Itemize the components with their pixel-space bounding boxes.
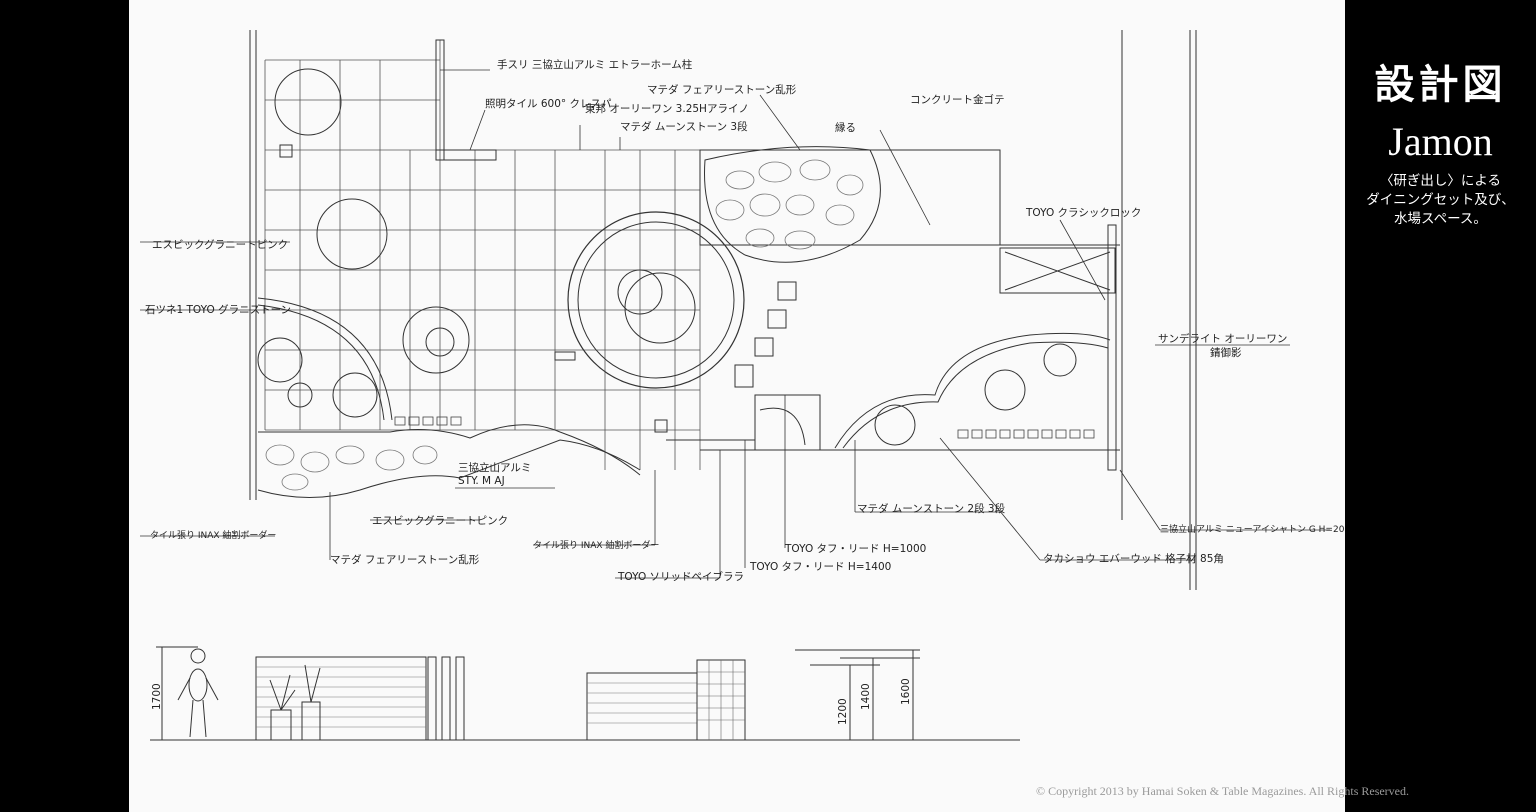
label-sankyo-sty: 三協立山アルミ <box>458 461 531 474</box>
copyright-notice: © Copyright 2013 by Hamai Soken & Table … <box>1036 784 1410 798</box>
label-concrete: コンクリート金ゴテ <box>910 93 1005 106</box>
label-toyo-classic: TOYO クラシックロック <box>1025 207 1141 219</box>
description-line: 〈研ぎ出し〉による <box>1379 173 1502 189</box>
dim-height-1200: 1200 <box>837 698 849 725</box>
label-sty-maj: STY. M AJ <box>458 475 505 487</box>
label-sandate-sub: 錆御影 <box>1210 346 1242 359</box>
label-toyo-solid: TOYO ソリッドペイブララ <box>617 570 744 583</box>
label-toyo-tough-1: TOYO タフ・リード H=1000 <box>784 543 926 555</box>
description-line: 水場スペース。 <box>1394 211 1487 227</box>
label-tile-inax: タイル張り INAX 紬割ボーダー <box>150 529 276 541</box>
title-panel: 設計図 Jamon 〈研ぎ出し〉による ダイニングセット及び、 水場スペース。 <box>1345 0 1536 812</box>
project-description: 〈研ぎ出し〉による ダイニングセット及び、 水場スペース。 <box>1345 172 1536 229</box>
label-espec-pink-2: エスビックグラニートピンク <box>372 514 508 527</box>
site-plan-drawing: 手スリ 三協立山アルミ エトラーホーム柱 照明タイル 600° クレスパ マテダ… <box>140 30 1345 741</box>
label-mitsui-toyo: 石ツネ1 TOYO グラニストーン <box>145 303 291 316</box>
label-lighting-tile: 照明タイル 600° クレスパ <box>485 98 612 110</box>
label-takasho: タカショウ エバーウッド 格子材 85角 <box>1043 552 1224 565</box>
project-name: Jamon <box>1388 119 1493 164</box>
dim-height-1600: 1600 <box>900 678 912 705</box>
label-handrail: 手スリ 三協立山アルミ エトラーホーム柱 <box>497 58 693 71</box>
dim-figure-height: 1700 <box>151 683 163 710</box>
label-mataida-steps: マテダ ムーンストーン 3段 <box>620 120 748 133</box>
label-sankyo-new: 三協立山アルミ ニューアイシャトン G H=2000 <box>1160 523 1345 535</box>
label-mataida-fairy: マテダ フェアリーストーン乱形 <box>330 553 480 566</box>
label-mataida-top: マテダ フェアリーストーン乱形 <box>647 83 797 96</box>
drawing-sheet: 手スリ 三協立山アルミ エトラーホーム柱 照明タイル 600° クレスパ マテダ… <box>129 0 1345 812</box>
label-tobishi: 東邦 オーリーワン 3.25Hアライノ <box>585 102 749 115</box>
dim-height-1400: 1400 <box>860 683 872 710</box>
label-mataida-moon: マテダ ムーンストーン 2段 3段 <box>857 502 1006 515</box>
description-line: ダイニングセット及び、 <box>1366 192 1515 208</box>
label-toyo-tough-2: TOYO タフ・リード H=1400 <box>749 561 891 573</box>
label-espec-pink: エスビックグラニートピンク <box>152 238 288 251</box>
label-kezuru: 縁る <box>835 121 856 134</box>
label-sandate-light: サンデライト オーリーワン <box>1158 332 1287 345</box>
page-title: 設計図 <box>1374 61 1507 108</box>
label-tile-inax-2: タイル張り INAX 紬割ボーダー <box>533 539 659 551</box>
